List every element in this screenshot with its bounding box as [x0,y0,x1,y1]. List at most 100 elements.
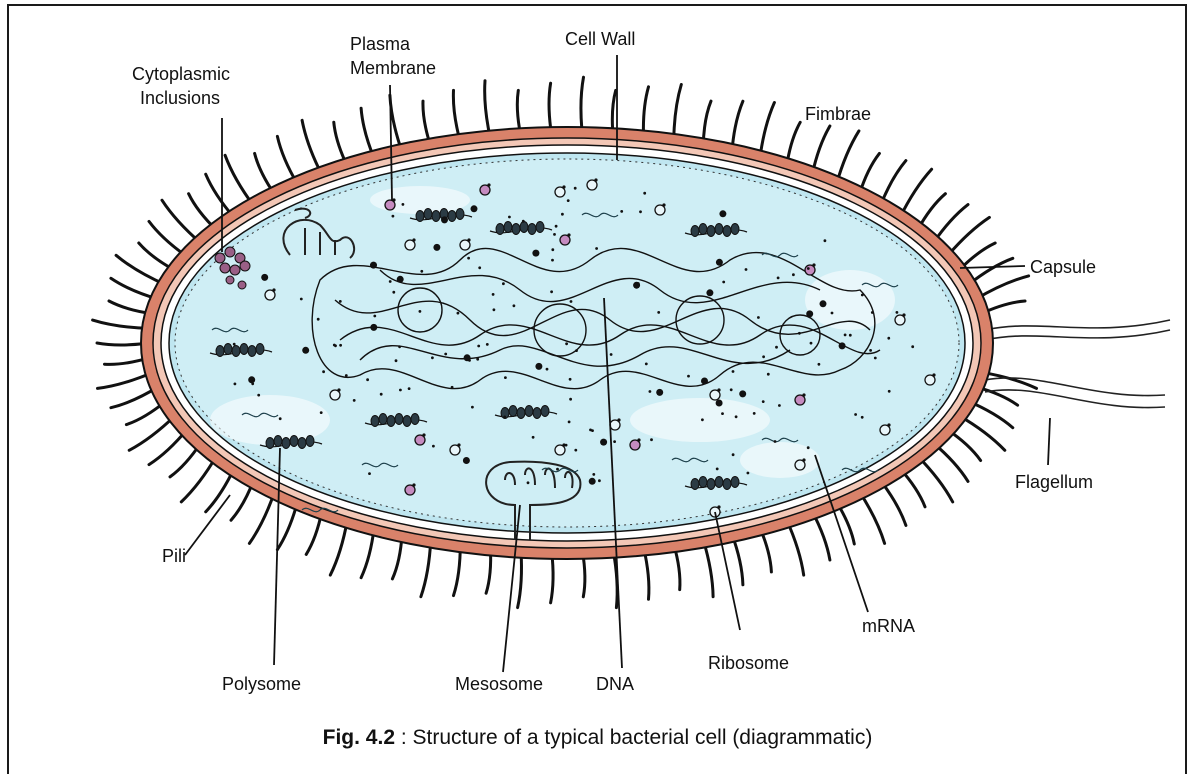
granule [513,304,516,307]
granule [592,473,595,476]
granule [722,281,725,284]
polysome-bead [456,209,464,220]
ribosome-dot [932,373,935,376]
granule [569,398,572,401]
granule [911,345,914,348]
granule [739,390,746,397]
granule [610,353,613,356]
granule [568,421,571,424]
granule [656,389,663,396]
granule [233,343,236,346]
polysome-bead [520,222,528,233]
granule [477,345,480,348]
granule [392,215,395,218]
polysome-bead [395,414,403,425]
granule [798,332,801,335]
granule [373,315,376,318]
granule [261,274,268,281]
ribosome-dot [812,263,815,266]
polysome-bead [731,477,739,488]
granule [570,300,573,303]
granule [508,216,511,219]
granule [300,298,303,301]
granule [395,359,398,362]
granule [279,417,282,420]
granule [503,416,506,419]
granule [419,310,422,313]
granule [613,440,616,443]
ribosome-dot [887,423,890,426]
granule [600,439,607,446]
label-capsule: Capsule [1030,257,1096,277]
granule [527,481,530,484]
granule [574,187,577,190]
polysome-bead [298,438,306,449]
granule [444,353,447,356]
granule [762,355,765,358]
polysome-bead [504,222,512,233]
granule [397,276,404,283]
granule [317,318,320,321]
granule [476,358,479,361]
label-mrna: mRNA [862,616,915,636]
granule [650,438,653,441]
granule [591,429,594,432]
granule [839,342,846,349]
granule [339,300,342,303]
granule [322,370,325,373]
granule [716,259,723,266]
flagellum [985,320,1170,408]
granule [687,375,690,378]
polysome-bead [525,406,533,417]
polysome-bead [731,224,739,235]
polysome-bead [541,406,549,417]
granule [492,293,495,296]
granule [561,213,564,216]
ribosome-dot [412,483,415,486]
granule [370,262,377,269]
granule [706,289,713,296]
polysome-bead [432,211,440,222]
label-dna: DNA [596,674,634,694]
granule [441,216,448,223]
granule [732,453,735,456]
polysome-bead [707,479,715,490]
ribosome-dot [802,393,805,396]
label-mesosome: Mesosome [455,674,543,694]
ribosome-dot [802,458,805,461]
granule [471,205,478,212]
granule [320,411,323,414]
granule [457,312,460,315]
granule [532,250,539,257]
granule [556,468,559,471]
granule [778,404,781,407]
granule [345,374,348,377]
granule [643,192,646,195]
granule [431,356,434,359]
polysome-bead [274,436,282,447]
polysome-bead [266,438,274,449]
granule [896,311,899,314]
granule [550,290,553,293]
granule [639,210,642,213]
granule [888,390,891,393]
granule [575,349,578,352]
ribosome-dot [272,288,275,291]
granule [493,308,496,311]
label-fimbrae: Fimbrae [805,104,871,124]
polysome-bead [707,226,715,237]
granule [553,233,556,236]
ribosome-dot [662,203,665,206]
granule [368,472,371,475]
polysome-bead [387,416,395,427]
granule [820,300,827,307]
granule [735,415,738,418]
granule [861,416,864,419]
granule [747,472,750,475]
polysome-bead [424,209,432,220]
ribosome-dot [717,388,720,391]
granule [721,412,724,415]
granule [844,334,847,337]
ribosome-dot [637,438,640,441]
